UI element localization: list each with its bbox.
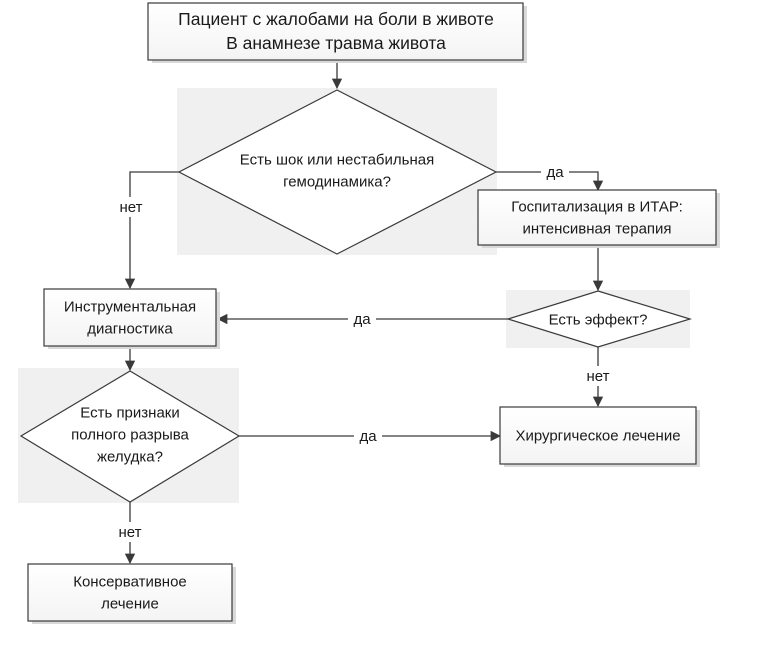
icu-box-text: Госпитализация в ИТАР: интенсивная терапи… — [511, 198, 683, 237]
node-text-line: Хирургическое лечение — [515, 427, 680, 444]
shock-decision-diamond: Есть шок или нестабильная гемодинамика? — [177, 89, 498, 255]
node-text-line: лечение — [101, 595, 159, 612]
edge-label-bg — [541, 162, 569, 182]
surgery-box: Хирургическое лечение — [499, 406, 700, 467]
node-text-line: гемодинамика? — [283, 173, 391, 190]
node-text-line: Пациент с жалобами на боли в животе — [178, 9, 494, 29]
icu-box: Госпитализация в ИТАР: интенсивная терапи… — [477, 189, 720, 248]
instrumental-box: Инструментальная диагностика — [43, 288, 220, 349]
edge-label-bg — [579, 366, 617, 386]
patient-box: Пациент с жалобами на боли в животе В ана… — [147, 2, 527, 63]
surgery-box-text: Хирургическое лечение — [515, 427, 680, 444]
node-text-line: Инструментальная — [64, 298, 196, 315]
node-text-line: В анамнезе травма живота — [226, 33, 446, 53]
rupture-decision-text: Есть признаки полного разрыва желудка? — [71, 404, 189, 465]
node-text-line: Консервативное — [73, 573, 187, 590]
node-text-line: интенсивная терапия — [522, 220, 671, 237]
edge-label-bg — [348, 309, 376, 329]
edge-label-effect-yes: да — [353, 311, 371, 328]
edge-shock-no — [124, 171, 179, 290]
effect-decision-text: Есть эффект? — [549, 311, 648, 328]
edge-label-bg — [354, 426, 382, 446]
instrumental-box-text: Инструментальная диагностика — [64, 298, 196, 337]
node-text-line: Есть шок или нестабильная — [240, 151, 434, 168]
edge-label-rupture-yes: да — [359, 428, 377, 445]
conservative-box-text: Консервативное лечение — [73, 573, 187, 612]
rupture-decision-diamond: Есть признаки полного разрыва желудка? — [19, 370, 241, 503]
node-text-line: желудка? — [97, 448, 163, 465]
edge-label-rupture-no: нет — [119, 524, 142, 541]
effect-decision-diamond: Есть эффект? — [505, 290, 693, 348]
node-text-line: Есть эффект? — [549, 311, 648, 328]
node-text-line: полного разрыва — [71, 426, 189, 443]
node-text-line: Госпитализация в ИТАР: — [511, 198, 683, 215]
edge-label-bg — [111, 522, 149, 542]
edge-label-bg — [112, 197, 150, 217]
node-text-line: Есть признаки — [80, 404, 179, 421]
patient-box-text: Пациент с жалобами на боли в животе В ана… — [178, 9, 494, 53]
shock-decision-text: Есть шок или нестабильная гемодинамика? — [240, 151, 434, 190]
edge-shock-yes — [496, 171, 604, 192]
edge-label-effect-no: нет — [587, 368, 610, 385]
conservative-box: Консервативное лечение — [27, 563, 236, 624]
node-text-line: диагностика — [87, 320, 173, 337]
edge-label-shock-no: нет — [120, 199, 143, 216]
edge-label-shock-yes: да — [546, 164, 564, 181]
